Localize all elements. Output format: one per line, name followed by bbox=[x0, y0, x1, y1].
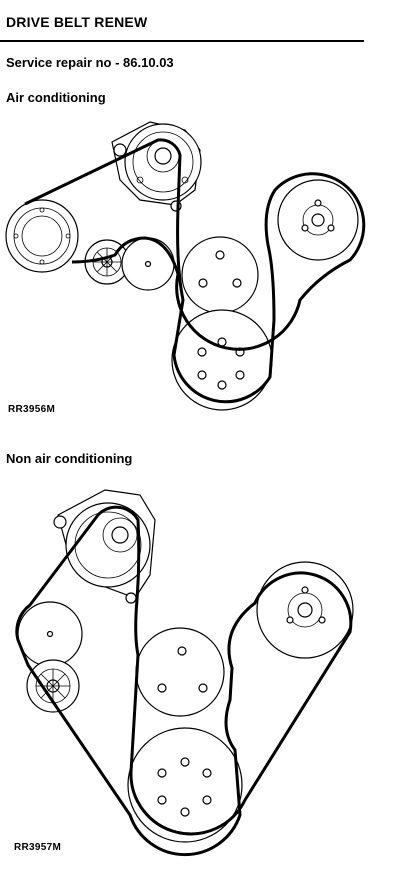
figure-ref-air-conditioning: RR3956M bbox=[8, 404, 56, 415]
drive-belt bbox=[15, 505, 353, 857]
alternator bbox=[53, 489, 156, 604]
belt-tensioner bbox=[26, 659, 80, 713]
alternator bbox=[111, 121, 202, 212]
damper-pulley bbox=[5, 199, 79, 273]
figure-ref-non-air-conditioning: RR3957M bbox=[14, 842, 62, 853]
power-steering-pulley bbox=[256, 561, 354, 659]
service-repair-number: Service repair no - 86.10.03 bbox=[6, 55, 174, 70]
crankshaft-pulley bbox=[171, 309, 273, 411]
crankshaft-pulley bbox=[127, 727, 243, 843]
section-heading-non-air-conditioning: Non air conditioning bbox=[6, 451, 133, 466]
page-title: DRIVE BELT RENEW bbox=[6, 14, 148, 30]
drive-belt bbox=[24, 138, 366, 404]
belt-diagram-air-conditioning bbox=[5, 121, 366, 411]
water-pump-pulley bbox=[135, 627, 225, 717]
title-divider bbox=[0, 40, 364, 42]
water-pump-pulley bbox=[181, 236, 259, 314]
section-heading-air-conditioning: Air conditioning bbox=[6, 90, 106, 105]
belt-diagram-non-air-conditioning bbox=[15, 489, 354, 857]
power-steering-pulley bbox=[277, 179, 359, 261]
